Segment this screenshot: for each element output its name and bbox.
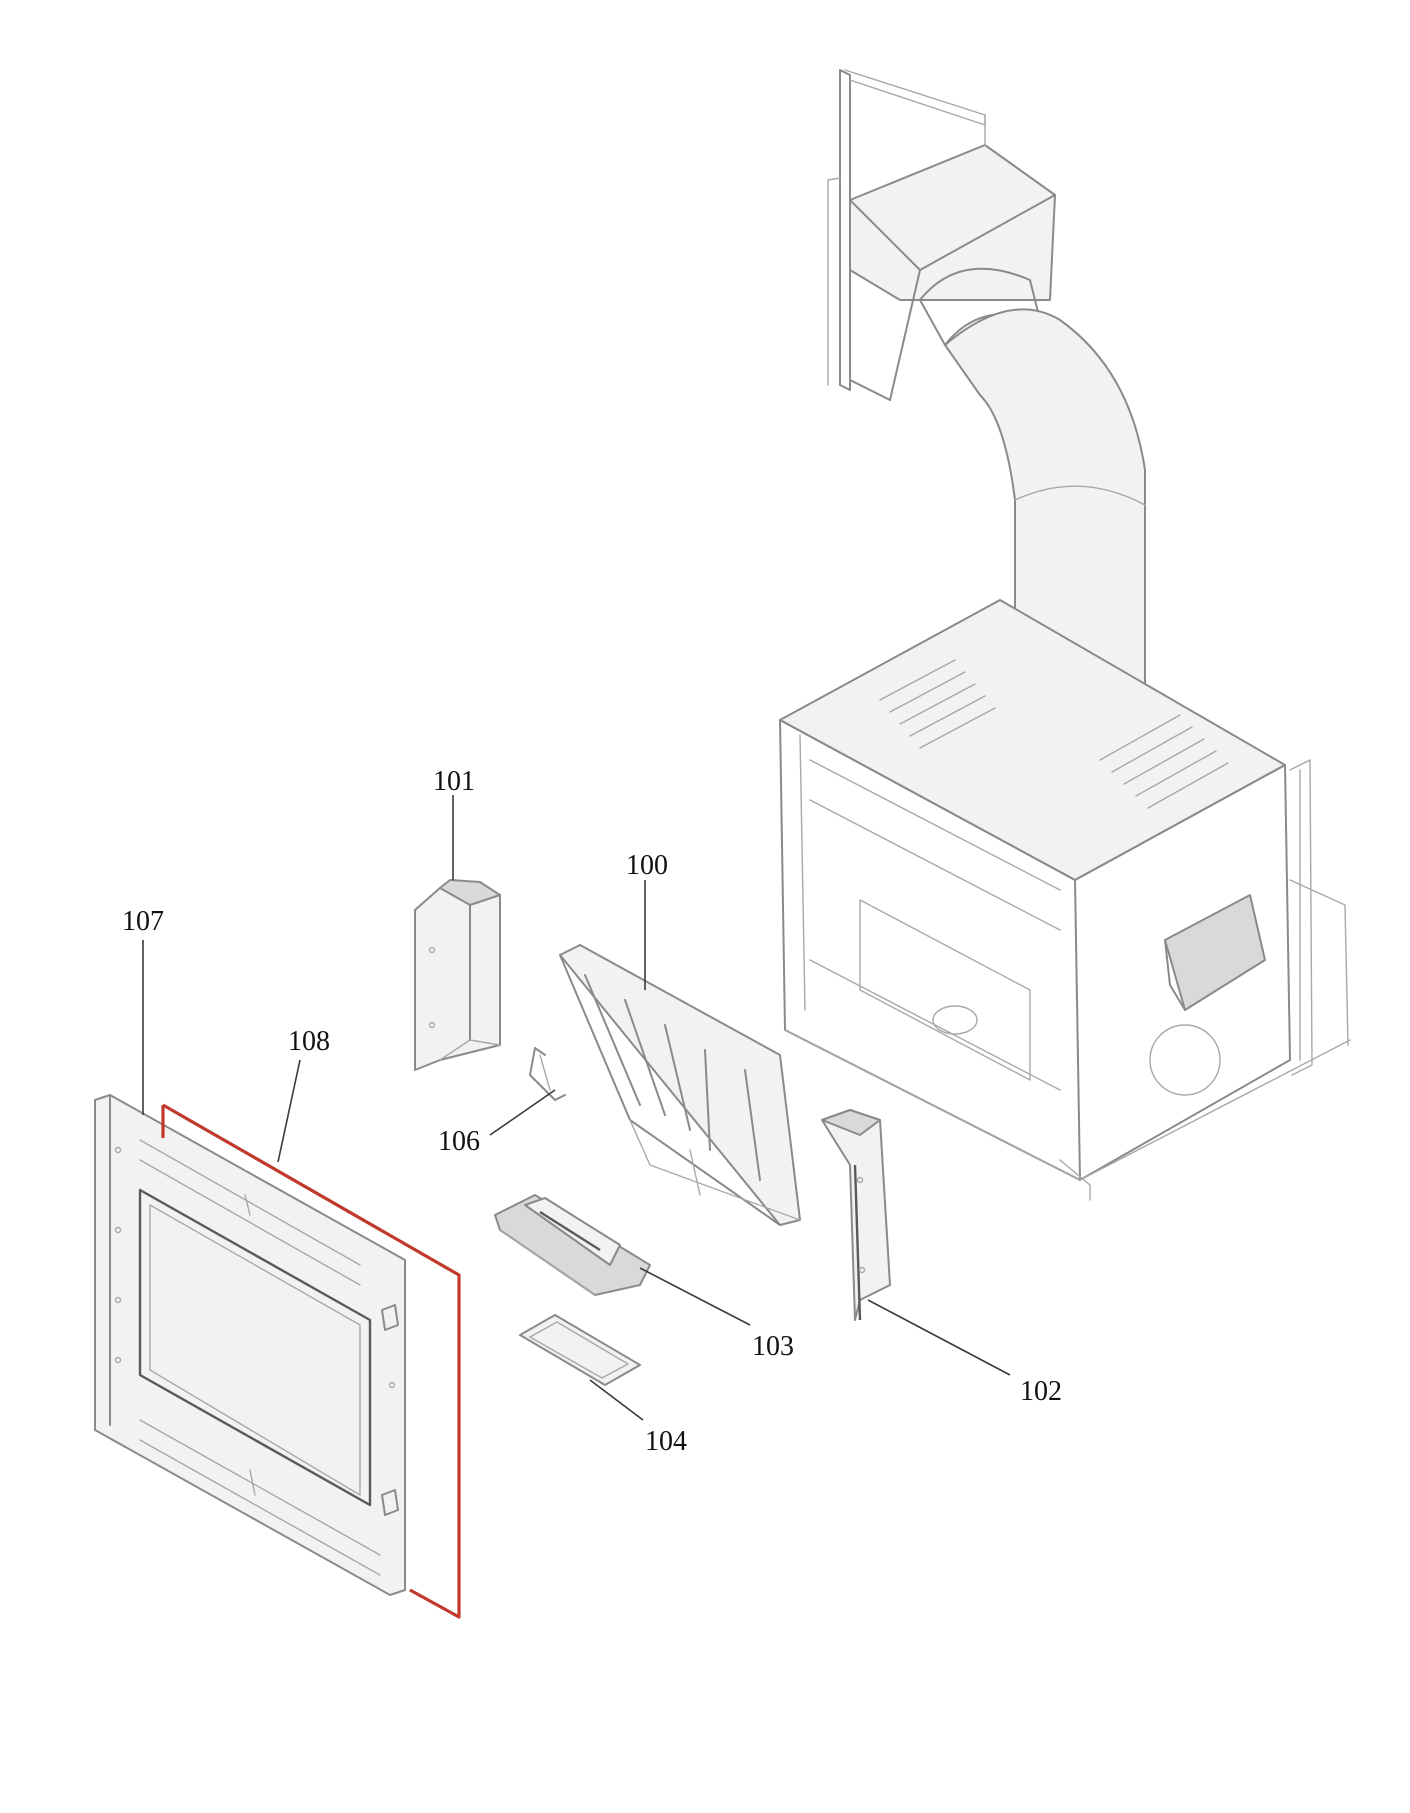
part-107-door-panel	[94, 1094, 406, 1596]
part-104-gasket-plate	[519, 1314, 641, 1386]
leader-lines	[142, 795, 1011, 1421]
callout-101: 101	[433, 766, 475, 797]
part-102-side-bracket	[821, 1109, 891, 1321]
callout-labels: 101 100 107 108 106 103 102 104	[122, 766, 1062, 1457]
part-106-clip	[529, 1047, 566, 1101]
callout-106: 106	[438, 1126, 480, 1157]
flue-assembly	[827, 69, 1146, 716]
callout-104: 104	[645, 1426, 687, 1457]
callout-102: 102	[1020, 1376, 1062, 1407]
part-101-side-bracket	[414, 879, 501, 1071]
callout-103: 103	[752, 1331, 794, 1362]
callout-100: 100	[626, 850, 668, 881]
stove-body	[779, 599, 1351, 1201]
callout-108: 108	[288, 1026, 330, 1057]
part-100-baffle-frame	[559, 944, 801, 1226]
callout-107: 107	[122, 906, 164, 937]
part-103-burn-pot	[494, 1194, 651, 1296]
part-108-door-gasket	[161, 1103, 461, 1619]
